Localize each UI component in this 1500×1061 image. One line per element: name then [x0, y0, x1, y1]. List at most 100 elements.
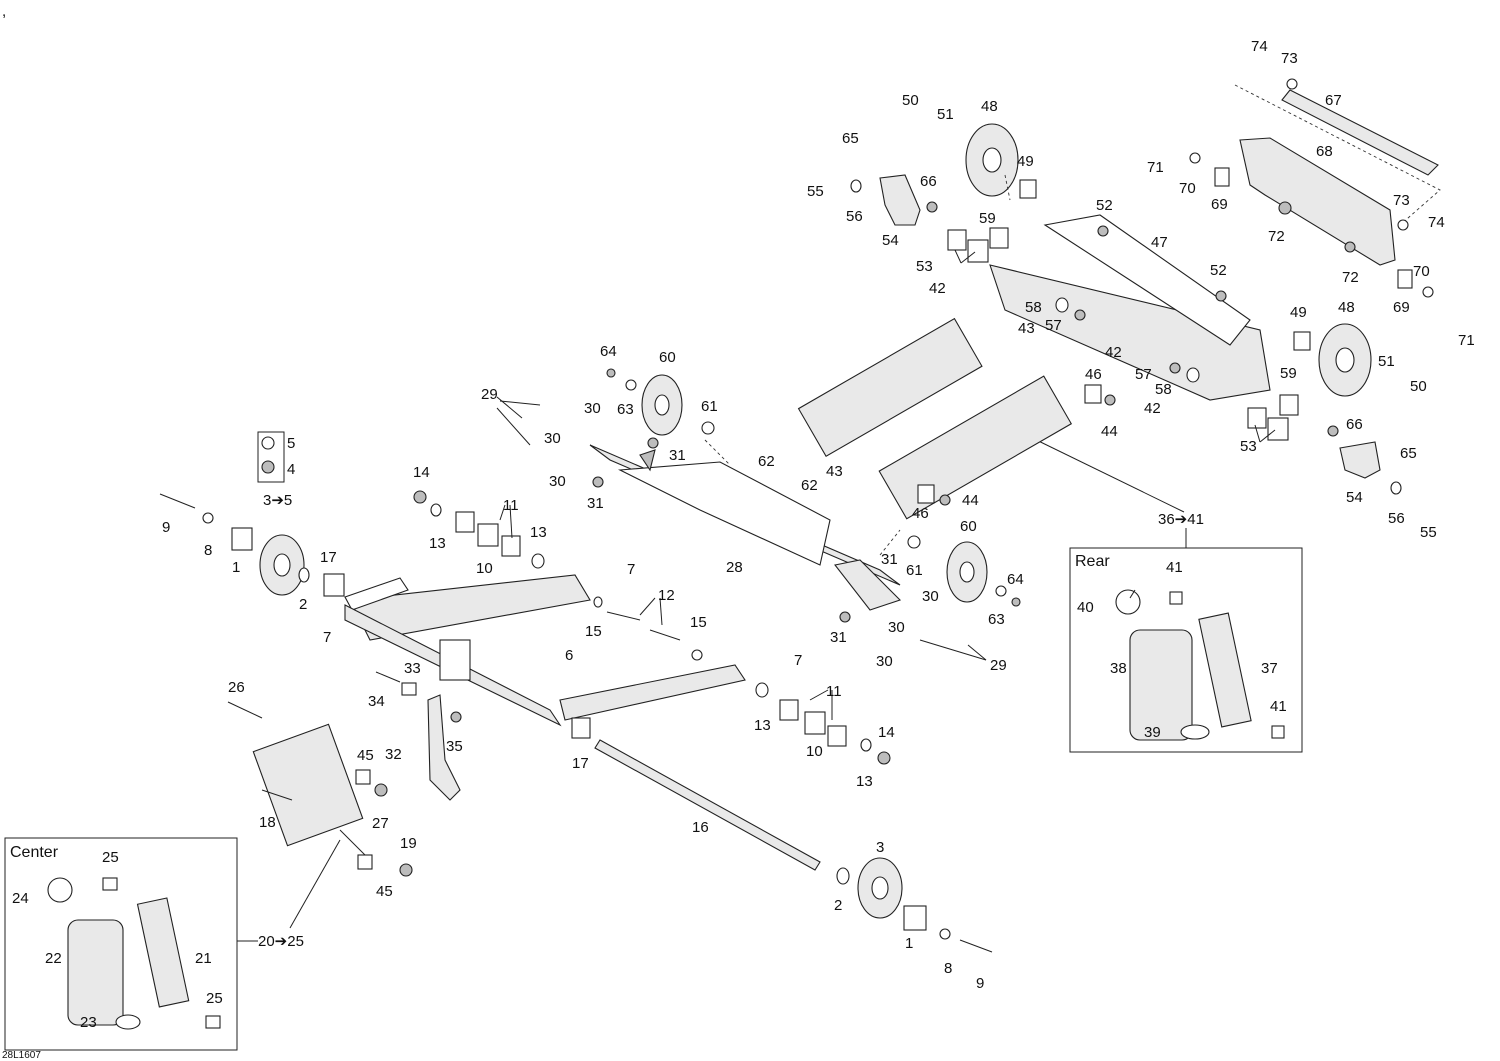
callout-labels: 1 1 2 2 3 4 5 6 7 7 7 8 8 9 9 10 10 11 1… — [12, 38, 1475, 1031]
callout-54a: 54 — [882, 232, 899, 249]
callout-41b: 41 — [1270, 698, 1287, 715]
callout-12: 12 — [658, 587, 675, 604]
callout-14a: 14 — [413, 464, 430, 481]
callout-58a: 58 — [1025, 299, 1042, 316]
callout-68: 68 — [1316, 143, 1333, 160]
center-range-leader — [289, 839, 341, 929]
callout-50a: 50 — [902, 92, 919, 109]
callout-58b: 58 — [1155, 381, 1172, 398]
rear-shock-a — [797, 317, 983, 458]
callout-30e: 30 — [888, 619, 905, 636]
callout-15a: 15 — [585, 623, 602, 640]
callout-49b: 49 — [1290, 304, 1307, 321]
callout-23: 23 — [80, 1014, 97, 1031]
callout-44a: 44 — [1101, 423, 1118, 440]
callout-13b: 13 — [530, 524, 547, 541]
callout-62b: 62 — [801, 477, 818, 494]
idler-wheel-60-upper — [641, 374, 683, 436]
callout-29b: 29 — [990, 657, 1007, 674]
callout-47: 47 — [1151, 234, 1168, 251]
cross-shaft — [594, 739, 821, 871]
callout-50b: 50 — [1410, 378, 1427, 395]
front-shock-assembly — [252, 723, 371, 861]
callout-41a: 41 — [1166, 559, 1183, 576]
callout-7c: 7 — [794, 652, 802, 669]
callout-27: 27 — [372, 815, 389, 832]
callout-60a: 60 — [659, 349, 676, 366]
callout-57b: 57 — [1135, 366, 1152, 383]
callout-34: 34 — [368, 693, 385, 710]
slide-rail-crossmember — [589, 444, 902, 611]
drawing-code: 28L1607 — [2, 1050, 41, 1061]
bearing-icon — [261, 460, 275, 474]
callout-30a: 30 — [584, 400, 601, 417]
callout-52a: 52 — [1096, 197, 1113, 214]
callout-30b: 30 — [544, 430, 561, 447]
callout-31b: 31 — [587, 495, 604, 512]
callout-46a: 46 — [1085, 366, 1102, 383]
rear-range-label: 36➔41 — [1158, 511, 1204, 528]
callout-15b: 15 — [690, 614, 707, 631]
idler-wheel-48-lower — [1318, 323, 1372, 397]
rear-detail-parts — [1115, 589, 1285, 741]
callout-30c: 30 — [549, 473, 566, 490]
callout-10a: 10 — [476, 560, 493, 577]
wheel-range-label: 3➔5 — [263, 492, 292, 509]
callout-65b: 65 — [1400, 445, 1417, 462]
callout-30d: 30 — [922, 588, 939, 605]
callout-69a: 69 — [1211, 196, 1228, 213]
callout-42c: 42 — [1144, 400, 1161, 417]
callout-54b: 54 — [1346, 489, 1363, 506]
callout-35: 35 — [446, 738, 463, 755]
callout-45b: 45 — [376, 883, 393, 900]
idler-wheel-60-lower — [946, 541, 988, 603]
callout-72b: 72 — [1342, 269, 1359, 286]
callout-56b: 56 — [1388, 510, 1405, 527]
callout-13a: 13 — [429, 535, 446, 552]
callout-55b: 55 — [1420, 524, 1437, 541]
callout-14b: 14 — [878, 724, 895, 741]
callout-38: 38 — [1110, 660, 1127, 677]
callout-28: 28 — [726, 559, 743, 576]
callout-69b: 69 — [1393, 299, 1410, 316]
center-box-title: Center — [10, 844, 59, 861]
callout-29a: 29 — [481, 386, 498, 403]
callout-60b: 60 — [960, 518, 977, 535]
idler-wheel-48-upper — [965, 123, 1019, 197]
callout-6: 6 — [565, 647, 573, 664]
callout-64b: 64 — [1007, 571, 1024, 588]
callout-71a: 71 — [1147, 159, 1164, 176]
callout-7a: 7 — [627, 561, 635, 578]
callout-61a: 61 — [701, 398, 718, 415]
front-arm — [344, 574, 746, 727]
callout-63a: 63 — [617, 401, 634, 418]
callout-32: 32 — [385, 746, 402, 763]
callout-53b: 53 — [1240, 438, 1257, 455]
callout-46b: 46 — [912, 505, 929, 522]
callout-17a: 17 — [320, 549, 337, 566]
callout-25b: 25 — [206, 990, 223, 1007]
callout-13d: 13 — [856, 773, 873, 790]
callout-25a: 25 — [102, 849, 119, 866]
callout-66a: 66 — [920, 173, 937, 190]
callout-4: 4 — [287, 461, 295, 478]
callout-2b: 2 — [834, 897, 842, 914]
shaft-67 — [1281, 89, 1439, 176]
callout-43a: 43 — [1018, 320, 1035, 337]
center-shock-detail-box — [4, 837, 238, 1051]
callout-16: 16 — [692, 819, 709, 836]
callout-11b: 11 — [826, 683, 842, 700]
callout-45a: 45 — [357, 747, 374, 764]
callout-43b: 43 — [826, 463, 843, 480]
callout-21: 21 — [195, 950, 212, 967]
callout-59b: 59 — [1280, 365, 1297, 382]
callout-22: 22 — [45, 950, 62, 967]
rear-shock-b — [878, 375, 1073, 520]
callout-49a: 49 — [1017, 153, 1034, 170]
callout-55a: 55 — [807, 183, 824, 200]
callout-71b: 71 — [1458, 332, 1475, 349]
callout-2a: 2 — [299, 596, 307, 613]
callout-52b: 52 — [1210, 262, 1227, 279]
callout-51a: 51 — [937, 106, 954, 123]
callout-48b: 48 — [1338, 299, 1355, 316]
